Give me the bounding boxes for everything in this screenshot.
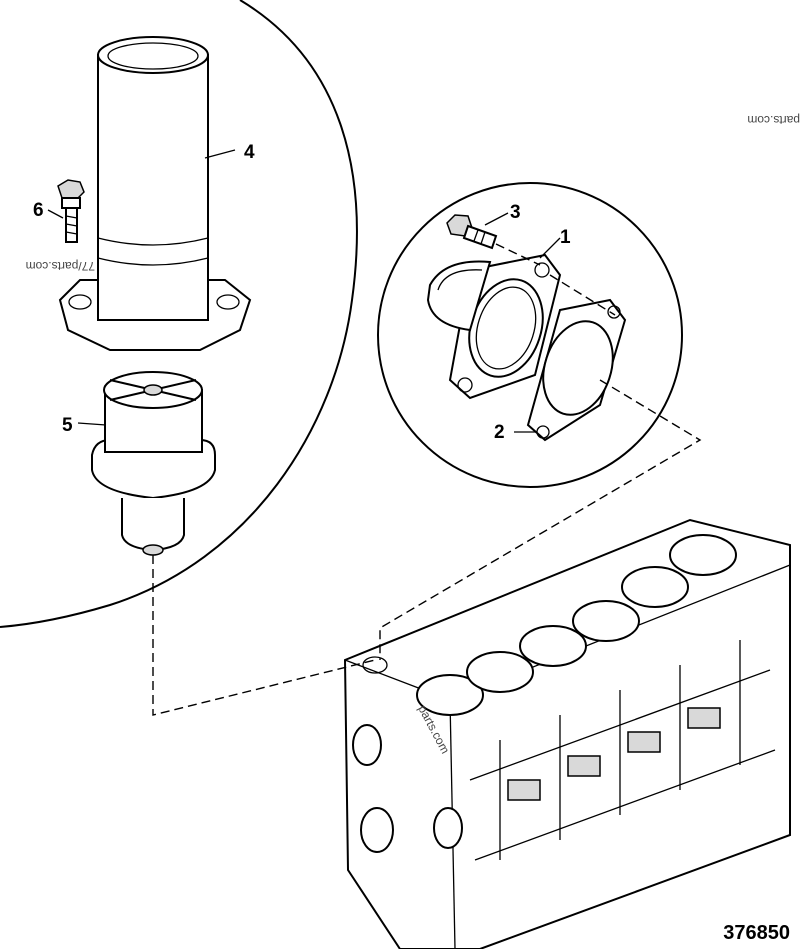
cylinder-bore <box>621 566 689 608</box>
cylinder-bore <box>466 651 534 693</box>
detail-circle-large <box>0 0 358 628</box>
callout-2: 2 <box>494 422 505 443</box>
thermostat-housing-part <box>58 36 252 351</box>
gasket-part-2 <box>526 298 627 442</box>
leader-line-3 <box>484 212 509 226</box>
callout-6: 6 <box>33 200 44 221</box>
drawing-number: 376850 <box>723 922 790 944</box>
leader-line-4 <box>204 149 236 159</box>
detail-circle-small <box>377 182 683 488</box>
watermark-top-right: parts.com <box>747 113 800 127</box>
assembly-line-thermostat <box>152 555 376 716</box>
bolt-part-6 <box>57 179 85 243</box>
assembly-line-outlet <box>379 379 702 660</box>
thermostat-part-5 <box>91 371 216 556</box>
bolt-part-3 <box>446 214 498 250</box>
cylinder-bore <box>572 600 640 642</box>
leader-line-6 <box>47 209 64 219</box>
callout-4: 4 <box>244 142 255 163</box>
leader-line-1 <box>539 237 561 259</box>
callout-3: 3 <box>510 202 521 223</box>
callout-1: 1 <box>560 227 571 248</box>
engine-block <box>343 518 791 949</box>
assembly-line-bolt3 <box>495 243 616 316</box>
cylinder-bore <box>416 674 484 716</box>
leader-line-5 <box>77 422 107 426</box>
cylinder-bore <box>519 625 587 667</box>
outlet-connection-part-1 <box>426 253 562 400</box>
watermark-left: 77/parts.com <box>26 259 95 273</box>
cylinder-bore <box>669 534 737 576</box>
callout-5: 5 <box>62 415 73 436</box>
